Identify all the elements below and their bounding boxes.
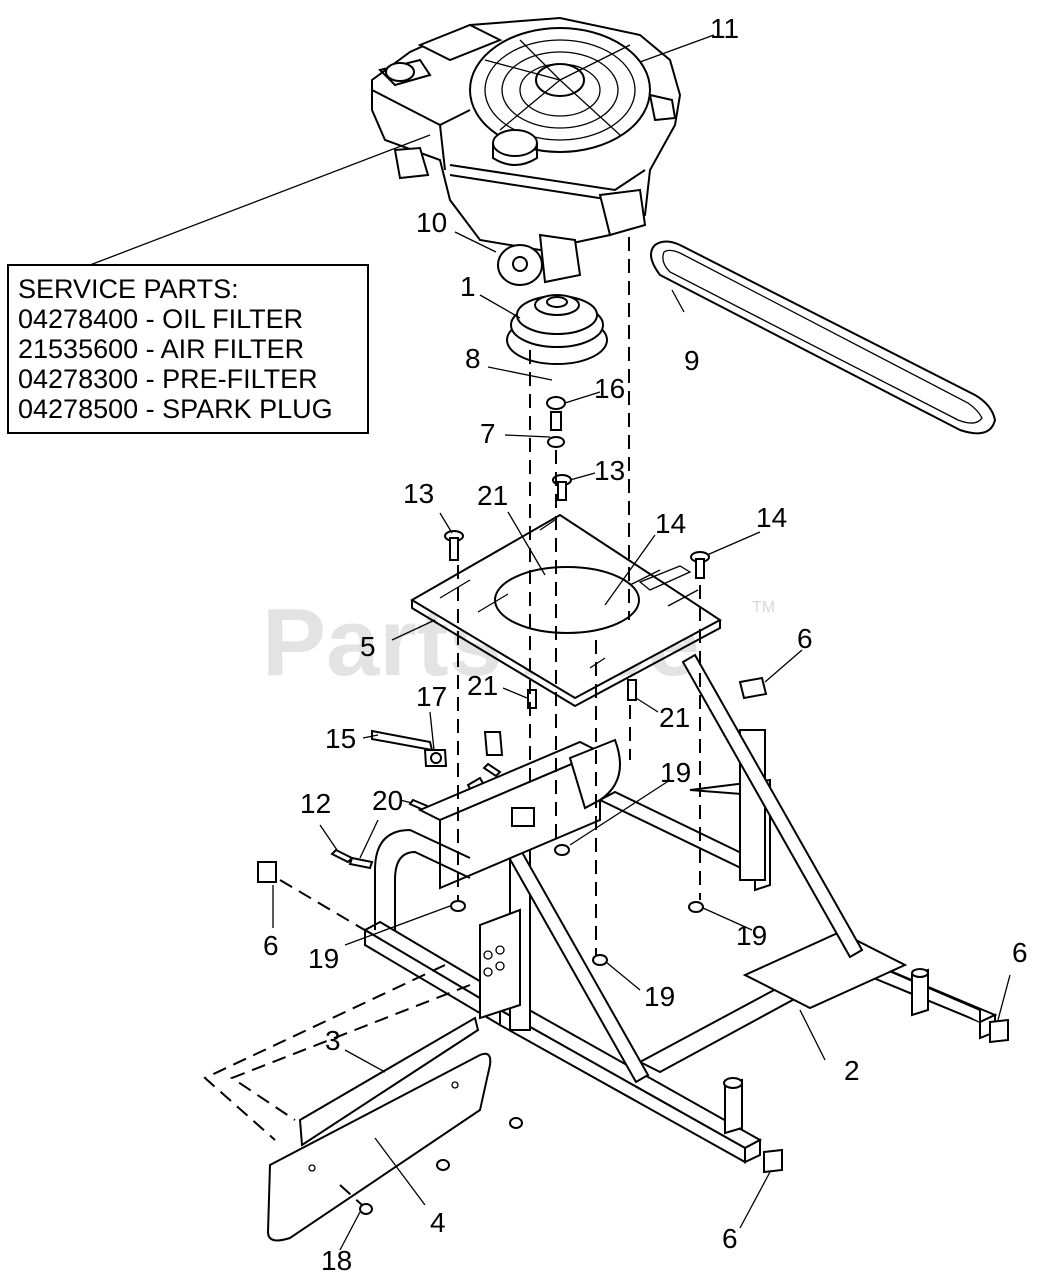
callout-14a: 14 — [655, 508, 686, 539]
callout-6d: 6 — [722, 1223, 738, 1254]
watermark-trademark: TM — [752, 599, 775, 616]
callout-13a: 13 — [403, 478, 434, 509]
callout-4: 4 — [430, 1207, 446, 1238]
callout-9: 9 — [684, 345, 700, 376]
service-part-spark-plug: 04278500 - SPARK PLUG — [18, 394, 333, 424]
callout-5: 5 — [360, 631, 376, 662]
shields — [266, 1016, 492, 1242]
callout-12: 12 — [300, 788, 331, 819]
service-part-oil-filter: 04278400 - OIL FILTER — [18, 304, 303, 334]
callout-15: 15 — [325, 723, 356, 754]
callout-11: 11 — [710, 13, 739, 44]
callout-6a: 6 — [797, 623, 813, 654]
callout-3: 3 — [325, 1025, 341, 1056]
pulley — [506, 294, 608, 365]
callout-19d: 19 — [644, 981, 675, 1012]
callout-10: 10 — [416, 207, 447, 238]
leader-lines — [89, 34, 1011, 1251]
service-parts-frame — [7, 264, 369, 434]
service-part-air-filter: 21535600 - AIR FILTER — [18, 334, 304, 364]
frame — [257, 653, 1009, 1174]
callout-19c: 19 — [736, 920, 767, 951]
drive-belt — [650, 240, 997, 435]
service-parts-box: SERVICE PARTS: 04278400 - OIL FILTER 215… — [7, 264, 369, 434]
callout-19a: 19 — [660, 757, 691, 788]
engine — [371, 16, 682, 286]
callout-21c: 21 — [659, 702, 690, 733]
callout-17: 17 — [416, 681, 447, 712]
callout-1: 1 — [460, 271, 476, 302]
callout-2: 2 — [844, 1055, 860, 1086]
callout-21a: 21 — [477, 480, 508, 511]
callout-6c: 6 — [1012, 937, 1028, 968]
callout-6b: 6 — [263, 930, 279, 961]
callouts: 11 10 1 8 16 7 13 9 13 21 14 14 5 6 21 2… — [263, 13, 1028, 1276]
service-part-pre-filter: 04278300 - PRE-FILTER — [18, 364, 318, 394]
callout-14b: 14 — [756, 502, 787, 533]
callout-16: 16 — [594, 373, 625, 404]
service-parts-title: SERVICE PARTS: — [18, 274, 239, 304]
callout-13b: 13 — [594, 455, 625, 486]
callout-18: 18 — [321, 1245, 352, 1276]
callout-19b: 19 — [308, 943, 339, 974]
alignment-lines — [203, 237, 701, 1206]
callout-7: 7 — [480, 418, 496, 449]
callout-8: 8 — [465, 343, 481, 374]
callout-20: 20 — [372, 785, 403, 816]
callout-21b: 21 — [467, 670, 498, 701]
